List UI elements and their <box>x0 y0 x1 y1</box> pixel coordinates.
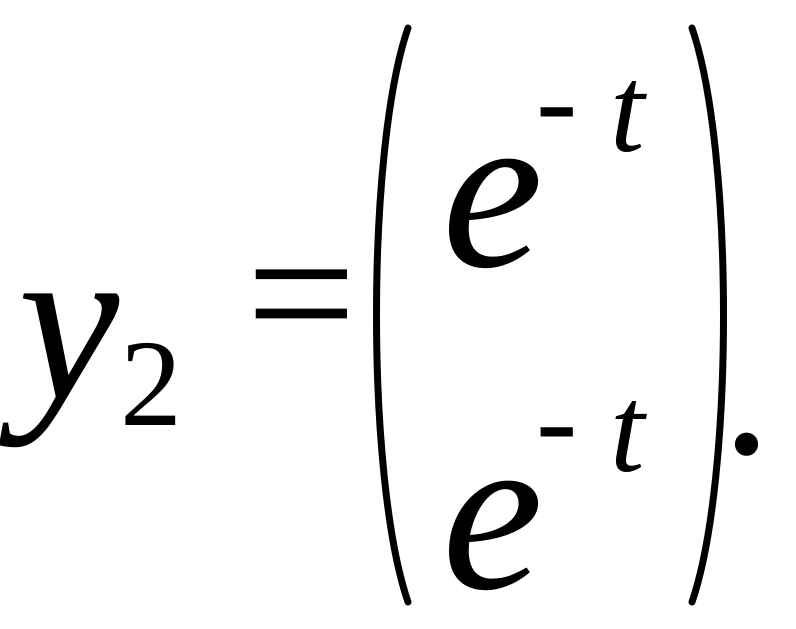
terminating-period: . <box>722 279 771 496</box>
matrix-row-2-exponent: t <box>610 361 645 498</box>
matrix-row-1-base: e <box>442 64 544 316</box>
right-parenthesis <box>688 24 727 606</box>
matrix-row-1-exponent: t <box>610 41 645 178</box>
lhs-subscript: 2 <box>120 315 182 452</box>
left-parenthesis <box>373 24 412 606</box>
matrix-row-1-sign: - <box>536 31 578 168</box>
matrix-row-2-sign: - <box>536 351 578 488</box>
matrix-row-2-base: e <box>442 386 544 629</box>
lhs-variable: y <box>18 196 120 448</box>
equals-sign: = <box>246 185 357 402</box>
